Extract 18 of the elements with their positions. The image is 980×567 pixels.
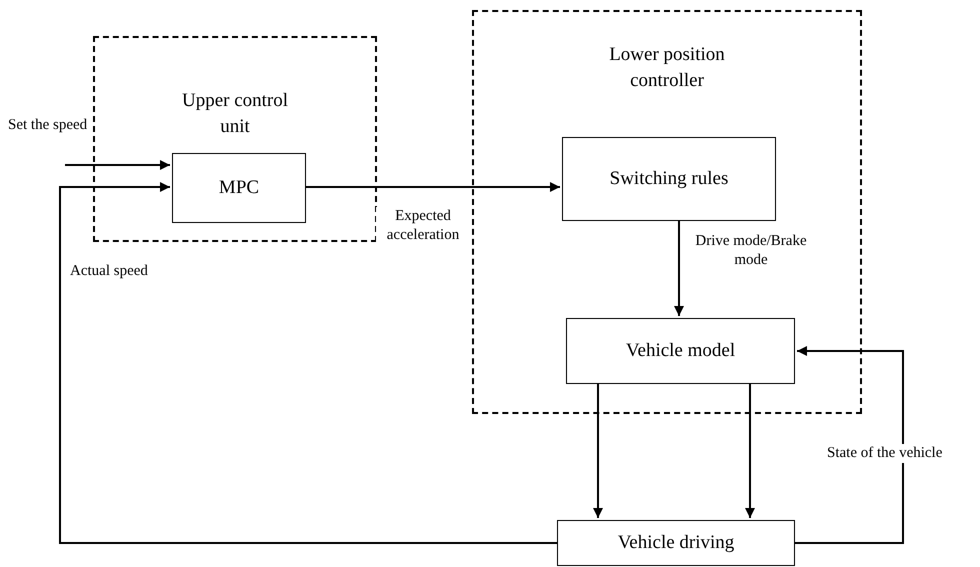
group-title: Upper control unit: [180, 89, 290, 139]
process-box: MPC: [172, 153, 306, 223]
edge-label: Set the speed: [8, 116, 88, 135]
arrow: [745, 384, 755, 518]
group-title: Lower position controller: [608, 43, 726, 93]
dashed-group-frame: [472, 10, 862, 414]
arrow: [59, 182, 557, 544]
dashed-group-frame: [93, 36, 377, 242]
arrow: [306, 182, 560, 192]
arrow: [674, 221, 684, 316]
process-box: Switching rules: [562, 137, 776, 221]
process-box: Vehicle driving: [557, 520, 795, 566]
process-box: Vehicle model: [566, 318, 795, 384]
arrow: [593, 384, 603, 518]
edge-label: Actual speed: [70, 262, 148, 281]
arrow: [65, 160, 170, 170]
arrow: [795, 346, 904, 544]
edge-label: State of the vehicle: [827, 444, 942, 463]
